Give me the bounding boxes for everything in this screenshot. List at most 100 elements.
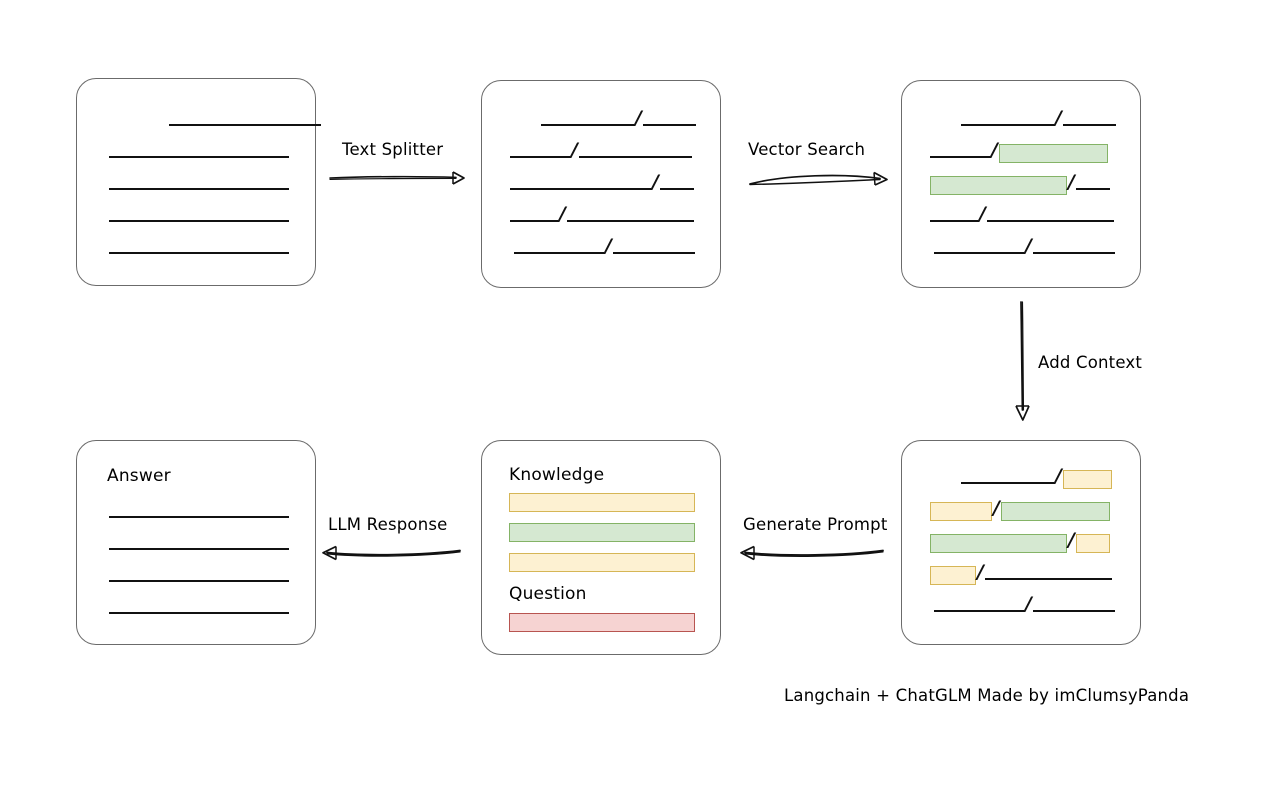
- text-line-row: /: [510, 237, 695, 257]
- edge-llm-response: LLM Response: [320, 515, 470, 565]
- arrow-left-icon: [322, 545, 461, 561]
- text-line-segment: [1075, 188, 1110, 190]
- text-line-segment: [1032, 252, 1115, 254]
- chunk-separator-slash: /: [1025, 235, 1032, 257]
- text-line-row: /: [510, 109, 696, 129]
- text-line-segment: [109, 252, 289, 254]
- knowledge-bar-yellow: [509, 493, 695, 512]
- text-line-row: /: [510, 205, 694, 225]
- text-line-segment: [1062, 124, 1116, 126]
- chunk-separator-slash: /: [991, 139, 998, 161]
- answer-rows: [77, 501, 315, 644]
- text-line-segment: [514, 252, 604, 254]
- chunk-separator-slash: /: [1055, 107, 1062, 129]
- text-line-segment: [930, 156, 990, 158]
- highlighted-chunk-yellow: [1075, 534, 1110, 553]
- text-line-segment: [566, 220, 694, 222]
- text-line-segment: [109, 580, 289, 582]
- text-line-row: [109, 597, 289, 617]
- arrow-down-icon: [1015, 301, 1030, 421]
- context-added-rows: / / / / /: [902, 441, 1140, 644]
- prompt-card: Knowledge Question: [481, 440, 721, 655]
- edge-llm-response-label: LLM Response: [328, 515, 448, 534]
- arrow-right-icon: [749, 171, 888, 186]
- text-line-segment: [510, 220, 558, 222]
- highlighted-chunk-green: [930, 176, 1067, 195]
- text-line-segment: [541, 124, 634, 126]
- text-line-segment: [659, 188, 694, 190]
- text-line-row: /: [510, 141, 692, 161]
- text-line-row: /: [930, 205, 1114, 225]
- knowledge-label: Knowledge: [509, 465, 605, 485]
- chunk-separator-slash: /: [977, 561, 984, 583]
- source-document-card: [76, 78, 321, 286]
- split-document-card: / / / / /: [481, 80, 721, 288]
- text-line-row: [109, 565, 289, 585]
- answer-label: Answer: [107, 466, 171, 486]
- arrow-right-icon: [329, 171, 465, 185]
- text-line-row: /: [930, 595, 1115, 615]
- text-line-row: [109, 533, 289, 553]
- text-line-row: /: [930, 171, 1110, 195]
- text-line-segment: [109, 612, 289, 614]
- text-line-row: /: [930, 237, 1115, 257]
- text-line-row: /: [930, 139, 1108, 163]
- chunk-separator-slash: /: [605, 235, 612, 257]
- text-line-segment: [984, 578, 1112, 580]
- text-line-segment: [961, 124, 1054, 126]
- highlighted-chunk-yellow: [930, 566, 976, 585]
- text-line-row: [109, 501, 289, 521]
- answer-card: Answer: [76, 440, 316, 645]
- text-line-row: /: [930, 561, 1112, 585]
- split-document-rows: / / / / /: [482, 81, 720, 287]
- text-line-row: [109, 173, 289, 193]
- chunk-separator-slash: /: [559, 203, 566, 225]
- arrow-left-icon: [740, 545, 884, 561]
- knowledge-bar-green: [509, 523, 695, 542]
- chunk-separator-slash: /: [1068, 171, 1075, 193]
- text-line-segment: [109, 188, 289, 190]
- text-line-segment: [109, 516, 289, 518]
- edge-vector-search: Vector Search: [748, 140, 888, 190]
- text-line-segment: [1032, 610, 1115, 612]
- chunk-separator-slash: /: [1025, 593, 1032, 615]
- text-line-segment: [578, 156, 692, 158]
- edge-add-context-label: Add Context: [1038, 353, 1143, 372]
- text-line-segment: [934, 610, 1024, 612]
- edge-vector-search-label: Vector Search: [748, 140, 866, 159]
- text-line-segment: [930, 220, 978, 222]
- chunk-separator-slash: /: [993, 497, 1000, 519]
- text-line-row: /: [930, 467, 1112, 489]
- text-line-row: /: [930, 531, 1110, 553]
- text-line-row: [109, 109, 321, 129]
- text-line-row: /: [930, 109, 1116, 129]
- text-line-segment: [510, 188, 651, 190]
- edge-add-context: Add Context: [1008, 300, 1188, 425]
- text-line-row: /: [930, 497, 1110, 521]
- text-line-row: [109, 237, 289, 257]
- highlighted-chunk-green: [930, 534, 1067, 553]
- text-line-row: /: [510, 173, 694, 193]
- highlighted-chunk-yellow: [1062, 470, 1112, 489]
- chunk-separator-slash: /: [635, 107, 642, 129]
- knowledge-bar-yellow: [509, 553, 695, 572]
- highlighted-chunk-green: [998, 144, 1108, 163]
- edge-generate-prompt-label: Generate Prompt: [743, 515, 888, 534]
- text-line-segment: [934, 252, 1024, 254]
- text-line-segment: [109, 156, 289, 158]
- question-label: Question: [509, 584, 587, 604]
- highlighted-chunk-yellow: [930, 502, 992, 521]
- text-line-segment: [961, 482, 1054, 484]
- chunk-separator-slash: /: [652, 171, 659, 193]
- text-line-segment: [109, 548, 289, 550]
- text-line-row: [109, 141, 289, 161]
- question-bar-red: [509, 613, 695, 632]
- edge-generate-prompt: Generate Prompt: [738, 515, 888, 565]
- text-line-row: [109, 205, 289, 225]
- text-line-segment: [986, 220, 1114, 222]
- edge-text-splitter-label: Text Splitter: [342, 140, 444, 159]
- text-line-segment: [642, 124, 696, 126]
- chunk-separator-slash: /: [979, 203, 986, 225]
- highlighted-chunk-green: [1000, 502, 1110, 521]
- text-line-segment: [169, 124, 321, 126]
